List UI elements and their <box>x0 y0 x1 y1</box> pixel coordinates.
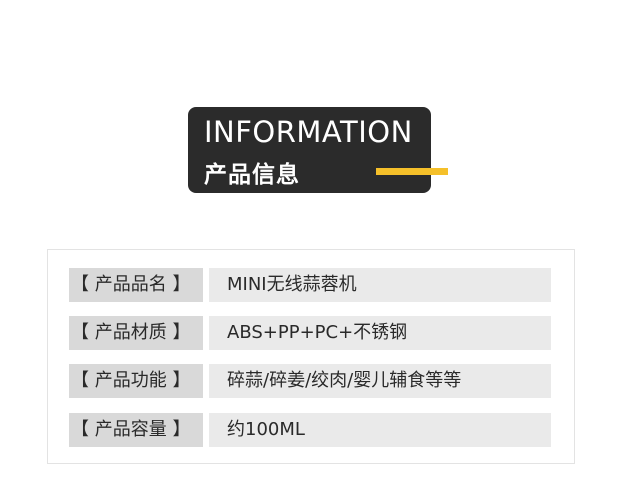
spec-row-function: 【 产品功能 】 碎蒜/碎姜/绞肉/婴儿辅食等等 <box>69 364 551 398</box>
spec-row-capacity: 【 产品容量 】 约100ML <box>69 413 551 447</box>
information-badge: INFORMATION 产品信息 <box>188 107 431 193</box>
spec-row-material: 【 产品材质 】 ABS+PP+PC+不锈钢 <box>69 316 551 350</box>
spec-value: MINI无线蒜蓉机 <box>209 268 551 302</box>
spec-value: ABS+PP+PC+不锈钢 <box>209 316 551 350</box>
spec-table: 【 产品品名 】 MINI无线蒜蓉机 【 产品材质 】 ABS+PP+PC+不锈… <box>47 249 575 464</box>
spec-label: 【 产品功能 】 <box>69 364 203 398</box>
spec-label: 【 产品容量 】 <box>69 413 203 447</box>
spec-row-name: 【 产品品名 】 MINI无线蒜蓉机 <box>69 268 551 302</box>
spec-label: 【 产品材质 】 <box>69 316 203 350</box>
spec-label: 【 产品品名 】 <box>69 268 203 302</box>
badge-subtitle: 产品信息 <box>204 162 300 188</box>
spec-value: 约100ML <box>209 413 551 447</box>
spec-value: 碎蒜/碎姜/绞肉/婴儿辅食等等 <box>209 364 551 398</box>
accent-bar <box>376 168 448 175</box>
badge-title: INFORMATION <box>204 115 413 149</box>
